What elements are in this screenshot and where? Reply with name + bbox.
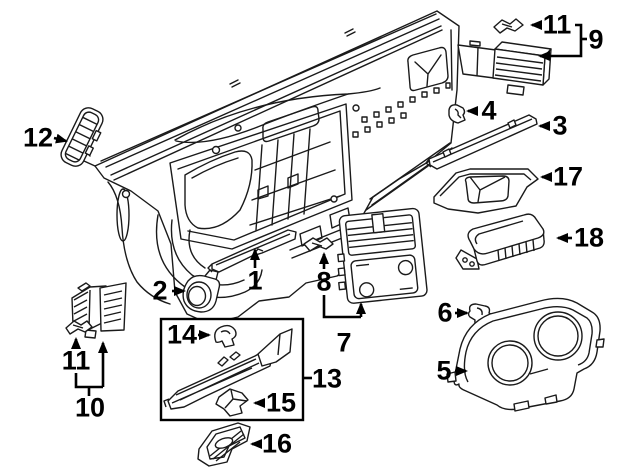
lower-trim-strip-icon bbox=[425, 114, 538, 170]
vent-retainer-clip-8-icon bbox=[303, 237, 334, 252]
callout-label-14: 14 bbox=[166, 319, 198, 350]
retainer-clip-14-icon bbox=[214, 324, 237, 348]
vent-retainer-clip-top-icon bbox=[493, 18, 524, 34]
retainer-clip-15-icon bbox=[215, 388, 249, 417]
callout-label-18: 18 bbox=[573, 222, 605, 253]
instrument-panel-body-icon bbox=[71, 10, 460, 325]
callout-label-3: 3 bbox=[552, 110, 568, 141]
glovebox-insert-panel-icon bbox=[433, 168, 539, 214]
storage-tray-icon bbox=[197, 422, 251, 467]
callout-label-13: 13 bbox=[311, 363, 343, 394]
callout-label-6: 6 bbox=[437, 297, 453, 328]
vent-retainer-clip-bottom-icon bbox=[65, 320, 93, 335]
knee-bolster-group-box bbox=[159, 317, 305, 422]
callout-label-7: 7 bbox=[336, 327, 352, 358]
instrument-cluster-bezel-icon bbox=[446, 297, 605, 412]
callout-label-17: 17 bbox=[552, 161, 584, 192]
callout-label-2: 2 bbox=[152, 275, 168, 306]
callout-label-4: 4 bbox=[481, 95, 497, 126]
callout-label-12: 12 bbox=[22, 122, 54, 153]
callout-label-11-top: 11 bbox=[542, 9, 572, 40]
callout-label-10: 10 bbox=[74, 392, 106, 423]
retainer-clip-4-icon bbox=[448, 104, 466, 124]
knee-bolster-panel-icon bbox=[163, 328, 293, 410]
callout-label-11-bottom: 11 bbox=[61, 345, 91, 376]
callout-label-5: 5 bbox=[436, 355, 452, 386]
column-trim-ring-icon bbox=[182, 269, 221, 313]
callout-label-16: 16 bbox=[261, 428, 293, 459]
callout-label-8: 8 bbox=[316, 266, 332, 297]
center-vent-assembly-icon bbox=[337, 207, 428, 304]
callout-label-15: 15 bbox=[265, 387, 297, 418]
callout-leaders bbox=[53, 20, 587, 449]
side-vent-right-icon bbox=[457, 40, 552, 96]
callout-label-9: 9 bbox=[588, 24, 604, 55]
defroster-vent-grille-icon bbox=[60, 107, 104, 167]
passenger-airbag-module-icon bbox=[455, 213, 545, 270]
callout-label-1: 1 bbox=[247, 265, 263, 296]
